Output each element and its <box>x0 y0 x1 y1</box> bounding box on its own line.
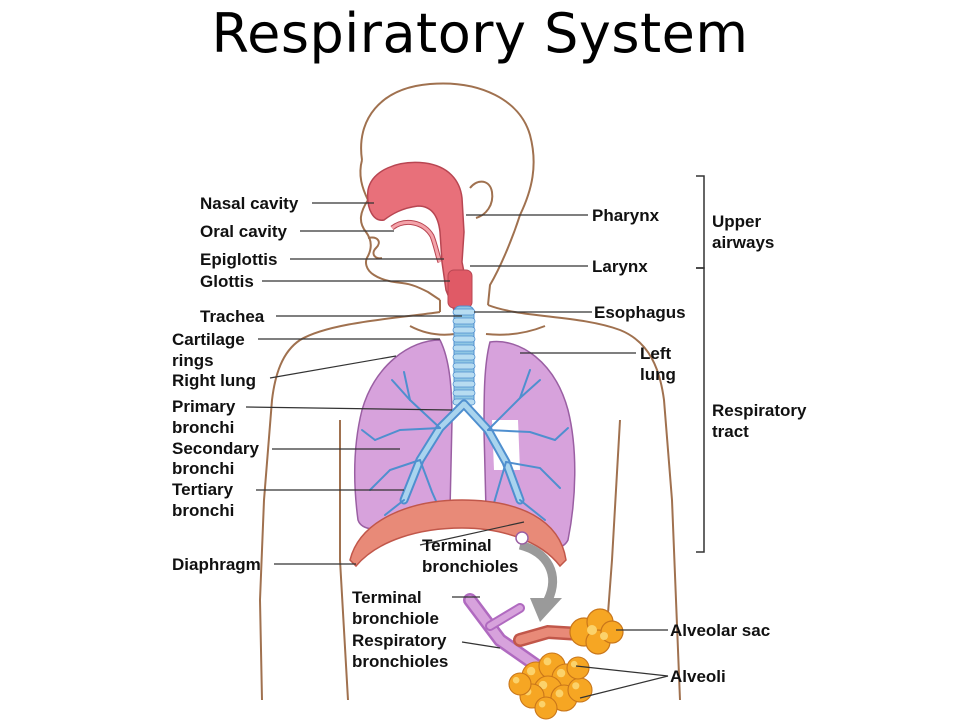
label-cartilage-rings-2: rings <box>172 351 214 370</box>
cartilage-ring <box>452 362 476 370</box>
label-terminal-bronchioles-1: Terminal <box>422 536 492 555</box>
alveolus-highlight <box>555 689 564 698</box>
cartilage-ring <box>452 389 476 397</box>
cartilage-ring <box>452 308 476 316</box>
cartilage-ring <box>452 353 476 361</box>
label-secondary-bronchi-2: bronchi <box>172 459 234 478</box>
cartilage-ring <box>452 371 476 379</box>
label-glottis: Glottis <box>200 272 254 291</box>
label-epiglottis: Epiglottis <box>200 250 277 269</box>
cartilage-ring <box>452 344 476 352</box>
airway-brackets <box>696 175 705 553</box>
alveolus <box>534 696 558 720</box>
label-respiratory-bronchioles-2: bronchioles <box>352 652 448 671</box>
label-larynx: Larynx <box>592 257 648 276</box>
upper-airway-shape <box>366 161 473 311</box>
alveolus-highlight <box>538 680 548 690</box>
alveolus <box>567 677 593 703</box>
diaphragm-shape <box>349 499 567 568</box>
alveolus-highlight <box>538 700 546 708</box>
alveolus-highlight <box>570 660 578 668</box>
label-cartilage-rings-1: Cartilage <box>172 330 245 349</box>
label-secondary-bronchi-1: Secondary <box>172 439 259 458</box>
alveolus-highlight <box>543 657 552 666</box>
alveolus <box>566 656 590 680</box>
label-upper-airways-2: airways <box>712 233 774 252</box>
leader-lines <box>245 202 669 699</box>
label-tertiary-bronchi-1: Tertiary <box>172 480 234 499</box>
label-right-lung: Right lung <box>172 371 256 390</box>
label-left-lung-1: Left <box>640 344 672 363</box>
label-diaphragm: Diaphragm <box>172 555 261 574</box>
label-primary-bronchi-1: Primary <box>172 397 236 416</box>
label-alveolar-sac: Alveolar sac <box>670 621 770 640</box>
zoom-arrow <box>515 531 562 622</box>
label-nasal-cavity: Nasal cavity <box>200 194 299 213</box>
trachea <box>452 305 476 407</box>
cartilage-ring <box>452 380 476 388</box>
cartilage-ring <box>452 326 476 334</box>
label-tertiary-bronchi-2: bronchi <box>172 501 234 520</box>
label-alveoli: Alveoli <box>670 667 726 686</box>
label-pharynx: Pharynx <box>592 206 660 225</box>
cartilage-ring <box>452 317 476 325</box>
label-terminal-bronchiole-1: Terminal <box>352 588 422 607</box>
label-respiratory-tract-1: Respiratory <box>712 401 807 420</box>
label-oral-cavity: Oral cavity <box>200 222 287 241</box>
label-terminal-bronchioles-2: bronchioles <box>422 557 518 576</box>
label-terminal-bronchiole-2: bronchiole <box>352 609 439 628</box>
label-trachea: Trachea <box>200 307 265 326</box>
page-title: Respiratory System <box>211 2 749 65</box>
label-respiratory-tract-2: tract <box>712 422 749 441</box>
label-esophagus: Esophagus <box>594 303 686 322</box>
labels: Nasal cavity Oral cavity Epiglottis Glot… <box>172 194 807 686</box>
label-upper-airways-1: Upper <box>712 212 762 231</box>
label-respiratory-bronchioles-1: Respiratory <box>352 631 447 650</box>
alveolus-highlight <box>512 676 520 684</box>
alveolus-highlight <box>556 668 566 678</box>
alveolus-highlight <box>572 682 580 690</box>
alveolar-sac-shape <box>569 608 624 655</box>
cartilage-ring <box>452 335 476 343</box>
alveolus-highlight <box>526 666 536 676</box>
label-primary-bronchi-2: bronchi <box>172 418 234 437</box>
alveolus <box>508 672 532 696</box>
body-outline <box>258 82 681 701</box>
label-left-lung-2: lung <box>640 365 676 384</box>
